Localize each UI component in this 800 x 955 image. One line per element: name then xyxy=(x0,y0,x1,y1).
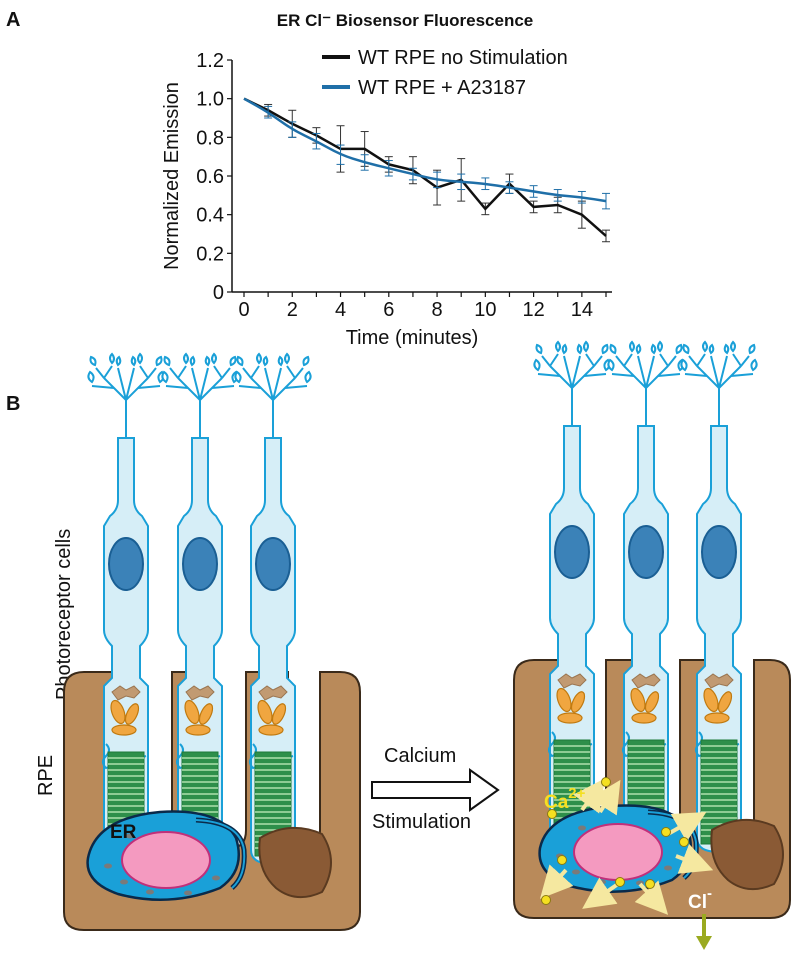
y-tick-label: 0.2 xyxy=(196,243,224,265)
x-tick-label: 2 xyxy=(287,299,298,321)
y-tick-label: 0.8 xyxy=(196,127,224,149)
series-line-2 xyxy=(243,97,607,203)
x-axis-label: Time (minutes) xyxy=(346,327,479,349)
stimulation-arrow xyxy=(371,768,500,812)
melanosome-right xyxy=(710,818,784,891)
arrow-label-stimulation: Stimulation xyxy=(372,811,471,833)
y-tick-label: 0 xyxy=(213,282,224,304)
rpe-nucleus-right xyxy=(573,823,663,881)
chloride-efflux-arrow xyxy=(696,914,712,950)
y-axis-label: Normalized Emission xyxy=(161,82,183,270)
x-tick-label: 6 xyxy=(383,299,394,321)
chloride-ion-symbol: Cl xyxy=(688,892,707,913)
calcium-ion-label: Ca2+ xyxy=(544,785,586,813)
arrow-label-calcium: Calcium xyxy=(384,745,456,767)
panel-label-b: B xyxy=(6,393,20,415)
panel-label-a: A xyxy=(6,9,20,31)
legend-label: WT RPE no Stimulation xyxy=(358,47,568,69)
x-tick-label: 14 xyxy=(571,299,593,321)
y-tick-label: 1.2 xyxy=(196,50,224,72)
x-tick-label: 4 xyxy=(335,299,346,321)
y-tick-label: 0.6 xyxy=(196,166,224,188)
x-tick-label: 12 xyxy=(522,299,544,321)
x-tick-label: 0 xyxy=(238,299,249,321)
x-tick-label: 8 xyxy=(432,299,443,321)
chloride-ion-charge: - xyxy=(707,885,712,902)
photoreceptor-label: Photoreceptor cells xyxy=(53,529,75,700)
legend-label: WT RPE + A23187 xyxy=(358,77,526,99)
calcium-release xyxy=(539,777,714,915)
series-line-1 xyxy=(243,97,607,237)
calcium-ion-charge: 2+ xyxy=(568,785,585,802)
chart-title: ER Cl⁻ Biosensor Fluorescence xyxy=(277,11,534,30)
rpe-label: RPE xyxy=(35,755,57,796)
y-tick-label: 1.0 xyxy=(196,89,224,111)
melanosome-left xyxy=(258,826,332,899)
y-tick-label: 0.4 xyxy=(196,205,224,227)
chloride-ion-label: Cl- xyxy=(688,885,712,913)
calcium-ion-symbol: Ca xyxy=(544,792,569,813)
er-label: ER xyxy=(110,822,137,843)
rpe-nucleus-left xyxy=(121,831,211,889)
x-tick-label: 10 xyxy=(474,299,496,321)
